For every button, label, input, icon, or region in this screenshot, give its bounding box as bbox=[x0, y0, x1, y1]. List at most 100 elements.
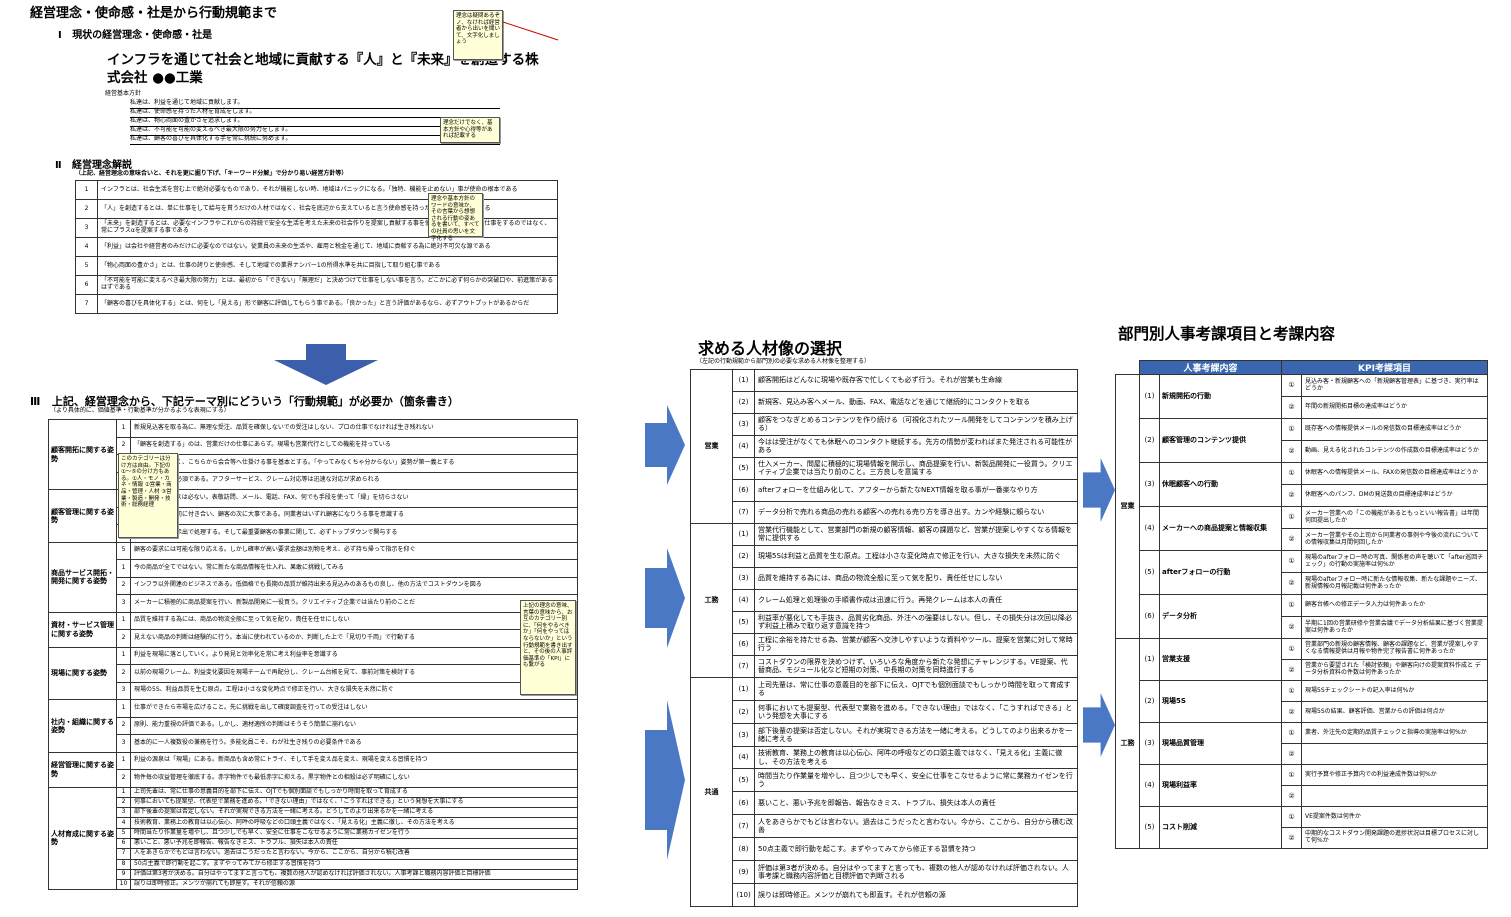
explain-text: 「未来」を創造するとは、必要なインフラやこれからの持続で安全な生活を考えた未来の… bbox=[97, 218, 558, 238]
talent-num: (3) bbox=[732, 566, 755, 590]
doc-title: 経営理念・使命感・社是から行動規範まで bbox=[30, 6, 278, 21]
talent-text: 人をあきらかでもどは言わない。過去はこうだったと言わない。今から、ここから、自分… bbox=[754, 814, 1078, 839]
kpi-mark: ② bbox=[1281, 616, 1302, 639]
conduct-num: 8 bbox=[116, 858, 131, 870]
col-header-items: 人事考課内容 bbox=[1139, 360, 1282, 375]
talent-text: 顧客開拓はどんなに現場や既存客で忙しくても必ず行う。それが営業も生命線 bbox=[754, 368, 1078, 392]
talent-row: (4)技術教育、業務上の教育は以心伝心、阿吽の呼吸などの口頭主義ではなく、「見え… bbox=[691, 745, 1078, 770]
note1-leader-line bbox=[503, 21, 559, 41]
conduct-text: 顧客へのアクセスは必ない。表敬訪問、メール、電話、FAX、何でも手段を使って「縁… bbox=[130, 489, 578, 508]
kpi-mark: ② bbox=[1281, 528, 1302, 551]
talent-group: 共通 bbox=[690, 676, 733, 907]
conduct-text: 見えない商品の判断は経験的に行う。本当に使われているのか、判断した上で「見切り千… bbox=[130, 629, 578, 648]
kpi-row: ② bbox=[1116, 743, 1488, 765]
kpi-group: 営業 bbox=[1115, 374, 1140, 639]
talent-text: データ分析で売れる商品の売れる顧客への売れる売り方を導き出す。カンや経験に頼らな… bbox=[754, 500, 1078, 524]
conduct-num: 1 bbox=[116, 646, 131, 665]
conduct-text: 上司先輩は、常に仕事の意義目的を部下に伝え、OJTでも個別面談でもしっかり時間を… bbox=[130, 786, 578, 798]
kpi-text: 業者、外注先の定期的品質チェックと指導の実施率は何%か bbox=[1301, 722, 1488, 744]
sec3-title: 上記、経営理念から、下記テーマ別にどういう「行動規範」が必要か（箇条書き） bbox=[51, 395, 459, 408]
kpi-item-name: 新規開拓の行動 bbox=[1159, 374, 1282, 419]
conduct-num: 2 bbox=[116, 769, 131, 788]
conduct-text: 悪いこと、悪い予兆を即報告、報告なきミス、トラブル、損失は本人の責任 bbox=[130, 837, 578, 850]
kpi-text: 見込み客・新規顧客への「新規顧客管理表」に基づき、実行率はどうか bbox=[1301, 374, 1488, 397]
talent-num: (7) bbox=[732, 814, 755, 839]
conduct-num: 7 bbox=[116, 848, 131, 860]
conduct-text: 時間当たり作業量を増やし、且つ少しでも早く、安全に仕事をこなせるように常に業務カ… bbox=[130, 827, 578, 839]
conduct-num: 5 bbox=[116, 827, 131, 839]
talent-group: 工務 bbox=[690, 522, 733, 678]
conduct-text: 誤りは即時修正。メンツが崩れても即座す。それが信頼の源 bbox=[130, 879, 578, 891]
kpi-item-num: (1) bbox=[1139, 374, 1160, 419]
talent-num: (1) bbox=[732, 522, 755, 546]
policy-list: 私達は、利益を通じて地域に貢献します。 私達は、使命感を持った人材を育成をします… bbox=[130, 99, 500, 145]
kpi-item-name: 休眠顧客への行動 bbox=[1159, 462, 1282, 507]
talent-text: afterフォローを仕組み化して、アフターから新たなNEXT情報を取る事が一番楽… bbox=[754, 478, 1078, 502]
talent-row: 営業(1)顧客開拓はどんなに現場や既存客で忙しくても必ず行う。それが営業も生命線 bbox=[690, 368, 1078, 524]
sec3-heading: Ⅲ 上記、経営理念から、下記テーマ別にどういう「行動規範」が必要か（箇条書き） bbox=[30, 393, 459, 409]
talent-num: (6) bbox=[732, 478, 755, 502]
kpi-item-name: 顧客管理のコンテンツ提供 bbox=[1159, 418, 1282, 463]
basic-policy-label: 経営基本方針 bbox=[105, 90, 142, 97]
sticky-note-5: 上記の理念の意味、言葉の意味から、お互のカテゴリー別に、「何をやるべきか」「何を… bbox=[520, 600, 576, 695]
kpi-text: 動画、見える化されたコンテンツの作成数の目標達成率はどうか bbox=[1301, 440, 1488, 463]
talent-row: (3)部下後輩の提案は否定しない。それが実現できる方法を一緒に考える。どうしての… bbox=[691, 722, 1078, 747]
left-document: 経営理念・使命感・社是から行動規範まで Ⅰ 現状の経営理念・使命感・社是 インフ… bbox=[0, 0, 580, 917]
explain-num: 5 bbox=[75, 256, 98, 276]
talent-text: 仕入メーカー、問屋に積極的に現場情報を開示し、商品提案を行い、新製品開発に一役買… bbox=[754, 456, 1078, 480]
conduct-category: 顧客管理に関する姿勢 bbox=[48, 489, 117, 543]
talent-row: (5)仕入メーカー、問屋に積極的に現場情報を開示し、商品提案を行い、新製品開発に… bbox=[691, 456, 1078, 480]
talent-num: (5) bbox=[732, 610, 755, 634]
kpi-item-num: (2) bbox=[1139, 680, 1160, 723]
talent-num: (6) bbox=[732, 791, 755, 816]
kpi-text: 既存客への情報提供メールの発信数の目標達成率はどうか bbox=[1301, 418, 1488, 441]
kpi-text: 実行予算や修正予算内での利益達成件数は何%か bbox=[1301, 764, 1488, 786]
conduct-num: 2 bbox=[116, 664, 131, 683]
motto-line1: インフラを通じて社会と地域に貢献する『人』と『未来』を創造する株 bbox=[107, 52, 539, 68]
talent-text: 工程に余裕を持たせる為、営業が顧客へ交渉しやすいような資料やツール、提案を営業に… bbox=[754, 632, 1078, 656]
conduct-num: 3 bbox=[116, 734, 131, 753]
talent-text: 新規客、見込み客へメール、動画、FAX、電話などを通じて継続的にコンタクトを取る bbox=[754, 390, 1078, 414]
talent-num: (7) bbox=[732, 654, 755, 678]
conduct-text: 情報を集めて上司に付き合い、顧客の次に大事である。同業者はいずれ顧客になりうる事… bbox=[130, 506, 578, 525]
conduct-num: 2 bbox=[116, 716, 131, 735]
conduct-num: 2 bbox=[116, 796, 131, 809]
right-arrow-4 bbox=[1083, 458, 1115, 522]
talent-num: (1) bbox=[732, 676, 755, 701]
talent-row: (5)利益率が悪化しても手抜き、品質劣化商品、外注への強要はしない。但し、その損… bbox=[691, 610, 1078, 634]
middle-title: 求める人材像の選択 bbox=[698, 339, 843, 358]
conduct-num: 10 bbox=[116, 879, 131, 891]
kpi-item-name: コスト削減 bbox=[1159, 806, 1282, 849]
talent-row: (7)コストダウンの限界を決めつけず、いろいろな角度から新たな発想にチャレンジす… bbox=[691, 654, 1078, 678]
kpi-mark: ① bbox=[1281, 680, 1302, 702]
explain-num: 6 bbox=[75, 275, 98, 295]
conduct-num: 3 bbox=[116, 807, 131, 819]
sec3-num: Ⅲ bbox=[30, 395, 41, 408]
talent-row: (9)評価は第3者が決める。自分はやってますと言っても、複数の他人が認めなければ… bbox=[691, 860, 1078, 884]
sticky-note-1: 理念は疑問あるぞノ、なければ経営者から出いを聞いて、文字化しましょう bbox=[453, 10, 503, 60]
explain-row: 6「不可能を可能に変えるべき最大限の努力」とは、最初から「できない」「無理だ」と… bbox=[75, 275, 558, 295]
talent-num: (4) bbox=[732, 745, 755, 770]
explain-text: 「物心両面の豊かさ」とは、仕事の誇りと使命感、そして地域での業界ナンバー1の所得… bbox=[97, 256, 558, 276]
kpi-item-name: 営業支援 bbox=[1159, 638, 1282, 681]
sec1-title: 現状の経営理念・使命感・社是 bbox=[72, 30, 213, 41]
talent-text: 現場5Sは利益と品質を生む原点。工程は小さな変化時点で修正を行い、大きな損失を未… bbox=[754, 544, 1078, 568]
sec2-subtitle: （上記、経営理念の意味合いと、それを更に掘り下げ、「キーワード分解」で分かり易い… bbox=[75, 170, 348, 177]
talent-text: 顧客をつなぎとめるコンテンツを作り続ける（可視化されたツール開発をしてコンテンツ… bbox=[754, 412, 1078, 436]
kpi-text: 休眠客への情報提供メール、FAXの発信数の目標達成率はどうか bbox=[1301, 462, 1488, 485]
talent-row: (2)現場5Sは利益と品質を生む原点。工程は小さな変化時点で修正を行い、大きな損… bbox=[691, 544, 1078, 568]
talent-num: (2) bbox=[732, 390, 755, 414]
conduct-text: 技術教育、業務上の教育は以心伝心、阿吽の呼吸などの口頭主義ではなく、「見える化」… bbox=[130, 817, 578, 829]
